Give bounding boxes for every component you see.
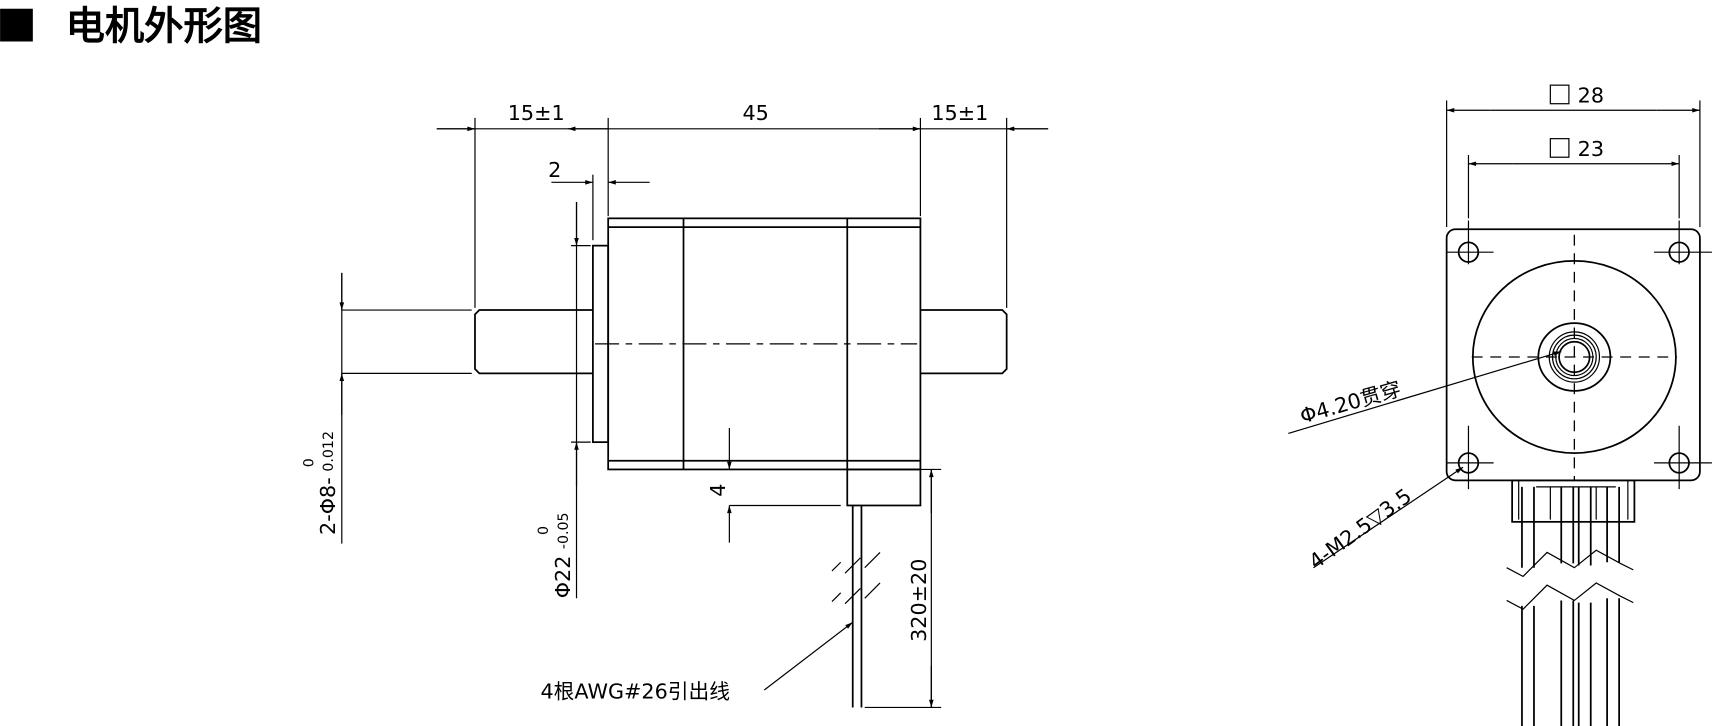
- page-title: 电机外形图: [66, 4, 262, 49]
- title-bullet-icon: [0, 8, 33, 42]
- mounting-holes: [1446, 220, 1712, 490]
- dim-lead-length-label: 320±20: [907, 559, 931, 642]
- dim-outer-square-label: 28: [1578, 84, 1604, 108]
- front-view: 28 23 Φ4.20贯穿 4-M2.5▽3.5: [1288, 84, 1712, 726]
- dim-body-length-label: 45: [742, 101, 768, 125]
- dim-shaft-tol-lower: 0.012: [321, 431, 337, 472]
- dim-front-shaft-label: 15±1: [508, 101, 565, 125]
- dim-lead-box-label: 4: [706, 484, 730, 497]
- dim-shaft-tol-upper: 0: [301, 458, 317, 467]
- bore-note: Φ4.20贯穿: [1297, 377, 1404, 429]
- lead-note: 4根AWG#26引出线: [540, 680, 730, 704]
- hole-note: 4-M2.5▽3.5: [1304, 484, 1416, 574]
- dim-shaft-dia-label: 2-Φ8-: [316, 477, 340, 535]
- dim-hole-pitch-label: 23: [1578, 137, 1604, 161]
- dim-boss-tol-upper: 0: [536, 526, 552, 535]
- dim-boss-height-label: 2: [548, 158, 561, 182]
- square-symbol-icon: [1549, 138, 1570, 158]
- front-shaft: [474, 309, 593, 375]
- dim-rear-shaft-label: 15±1: [931, 101, 988, 125]
- square-symbol-icon: [1549, 84, 1570, 105]
- dim-boss-tol-lower: -0.05: [556, 512, 572, 549]
- rear-shaft: [920, 309, 1008, 375]
- side-view: 15±1 45 15±1 2 Φ22 0 -0.05 2-Φ8- 0 0.012: [301, 101, 1049, 709]
- lead-wires: [1506, 486, 1634, 726]
- flange-square: [1445, 228, 1701, 482]
- dim-boss-dia-label: Φ22: [551, 556, 575, 599]
- lead-outlet: [846, 468, 922, 507]
